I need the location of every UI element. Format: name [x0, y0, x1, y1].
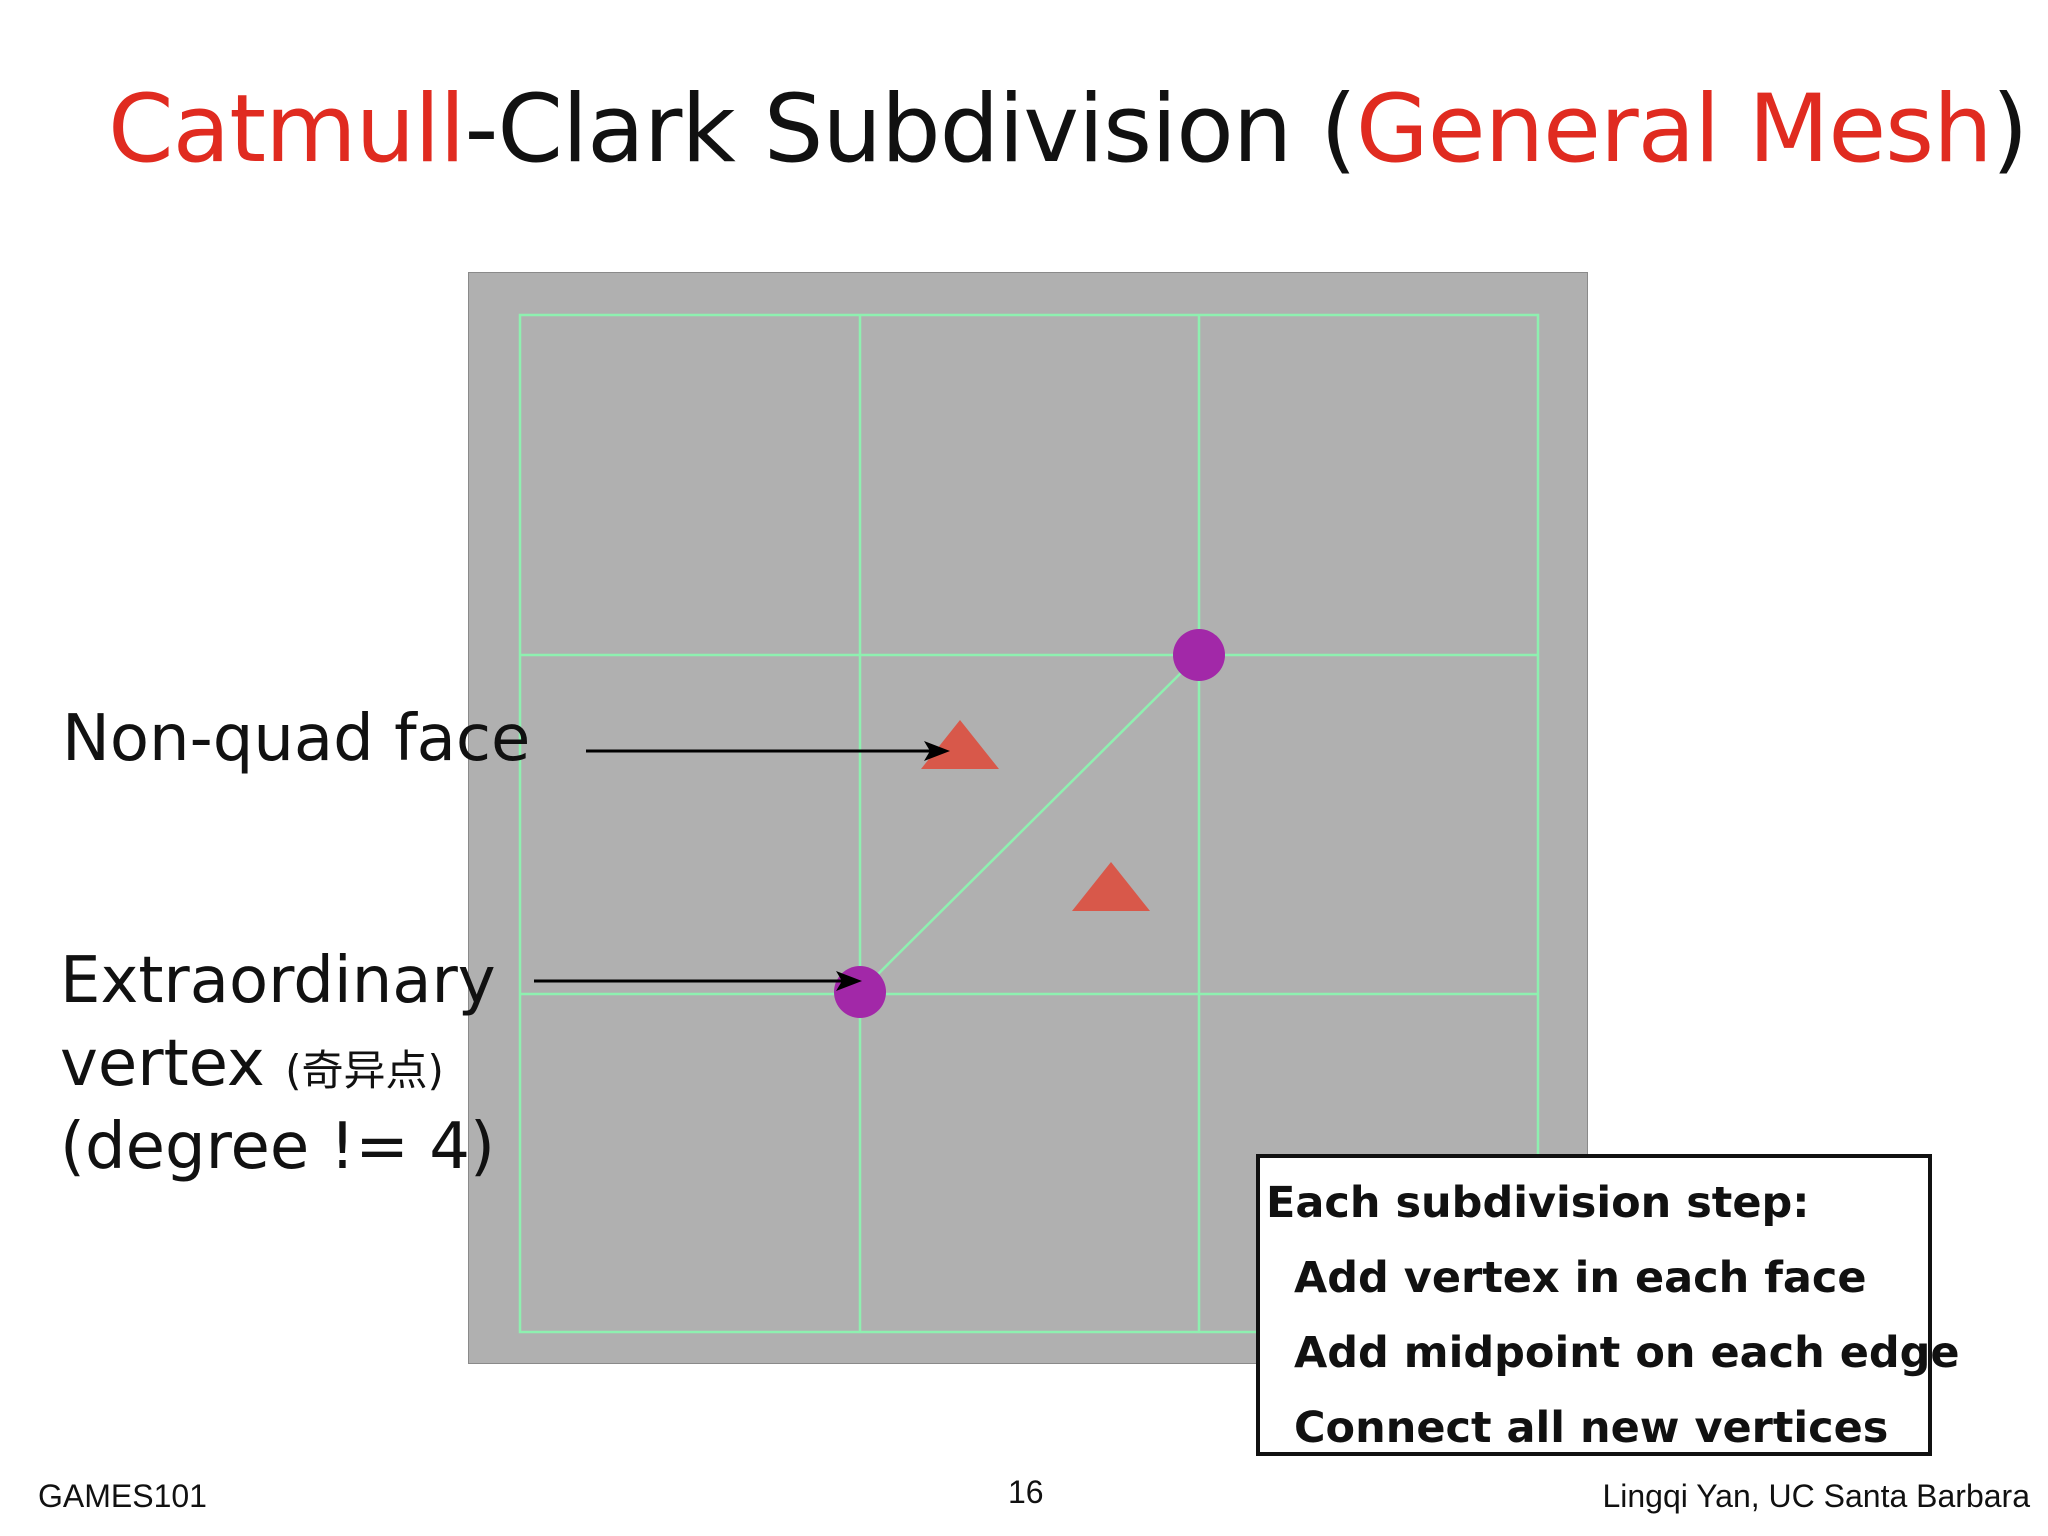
step-2: Add midpoint on each edge — [1294, 1328, 1960, 1378]
extraordinary-line-1: Extraordinary — [60, 944, 496, 1018]
face-marker-triangle-1 — [921, 720, 999, 769]
subdivision-steps-box: Each subdivision step: Add vertex in eac… — [1256, 1154, 1960, 1456]
extraordinary-vertex-1 — [1173, 629, 1225, 681]
extraordinary-vertex-word: vertex — [60, 1027, 286, 1102]
grid-diagonal — [859, 654, 1200, 993]
title-clark: -Clark Subdivision ( — [464, 75, 1356, 184]
extraordinary-arrow — [534, 971, 862, 991]
title-catmull: Catmull — [108, 75, 465, 184]
footer-page-number: 16 — [1008, 1474, 1044, 1510]
mesh-diagram — [468, 272, 1588, 1364]
steps-heading: Each subdivision step: — [1266, 1178, 1810, 1228]
extraordinary-line-3: (degree != 4) — [60, 1110, 495, 1185]
mesh-grid — [518, 313, 1540, 1334]
non-quad-arrow — [586, 741, 950, 761]
extraordinary-vertex-label: Extraordinary vertex (奇异点) (degree != 4) — [60, 940, 496, 1190]
title-close-paren: ) — [1991, 75, 2029, 184]
grid-outer-border — [518, 313, 1540, 1334]
footer-course: GAMES101 — [38, 1478, 207, 1514]
extraordinary-line-2: vertex (奇异点) — [60, 1023, 496, 1106]
face-marker-triangle-2 — [1072, 862, 1150, 911]
step-1: Add vertex in each face — [1294, 1253, 1867, 1303]
extraordinary-chinese-label: (奇异点) — [285, 1046, 444, 1096]
footer-author: Lingqi Yan, UC Santa Barbara — [1602, 1478, 2030, 1514]
step-3: Connect all new vertices — [1294, 1403, 1889, 1453]
title-general-mesh: General Mesh — [1355, 75, 1993, 184]
non-quad-face-label: Non-quad face — [62, 702, 531, 776]
slide-title: Catmull-Clark Subdivision (General Mesh) — [108, 75, 2029, 184]
